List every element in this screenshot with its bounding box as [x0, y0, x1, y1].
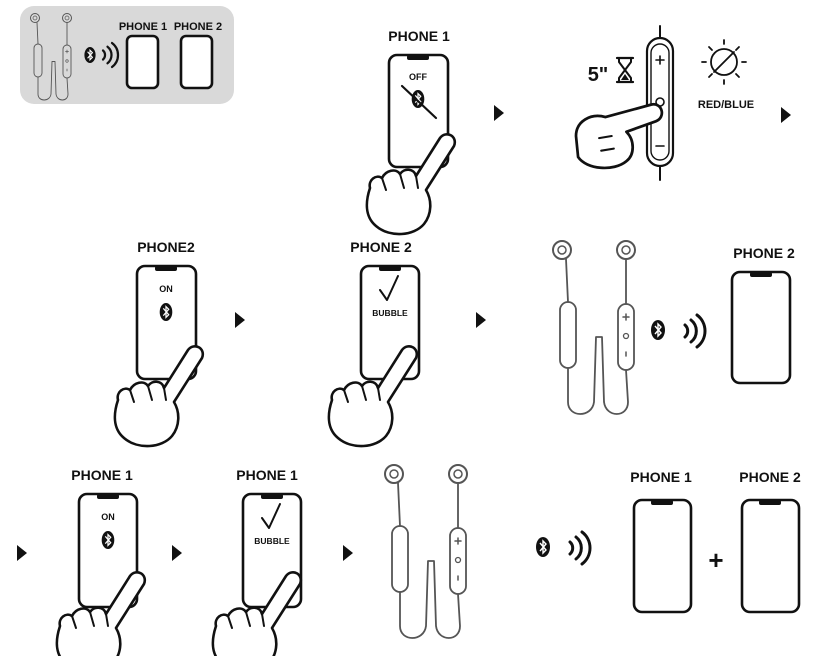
step4-check-icon — [379, 275, 399, 301]
step9-phone1-label: PHONE 1 — [630, 469, 692, 485]
step1-screen-text: OFF — [409, 72, 427, 82]
step9-signal-icon — [568, 530, 592, 566]
step5-phone-label: PHONE 2 — [733, 245, 795, 261]
overview-phone1-label: PHONE 1 — [119, 21, 167, 33]
step1-phone1-off: PHONE 1 OFF — [365, 28, 457, 236]
overview-phone2-label: PHONE 2 — [174, 21, 222, 33]
arrow-icon — [343, 545, 353, 561]
step9-connected-both: PHONE 1 + PHONE 2 — [535, 469, 801, 614]
step6-screen-text: ON — [101, 512, 115, 522]
step2-hold-button: 5" RED/BLUE — [574, 25, 754, 181]
overview-bluetooth-icon — [83, 46, 97, 64]
step2-led-text: RED/BLUE — [698, 99, 754, 111]
step5-connected-phone2: PHONE 2 — [552, 240, 795, 415]
step3-phone-label: PHONE2 — [137, 239, 195, 255]
step6-phone1-on: PHONE 1 ON — [55, 467, 147, 656]
step5-bluetooth-icon — [650, 319, 666, 341]
arrow-icon — [781, 107, 791, 123]
step5-phone-icon — [730, 270, 792, 385]
step7-check-icon — [261, 503, 281, 529]
arrow-icon — [494, 105, 504, 121]
overview-phone2-icon — [179, 34, 214, 90]
step7-phone1-select: PHONE 1 BUBBLE — [211, 467, 303, 656]
step2-hand-icon — [574, 103, 664, 170]
step4-phone-label: PHONE 2 — [350, 239, 412, 255]
step8-earphones — [384, 464, 468, 639]
step9-phone1-icon — [632, 498, 693, 614]
step3-bluetooth-icon — [159, 302, 173, 322]
arrow-icon — [235, 312, 245, 328]
step1-off-slash — [400, 84, 438, 120]
step4-screen-text: BUBBLE — [372, 308, 408, 318]
led-indicator-icon — [701, 39, 747, 85]
arrow-icon — [476, 312, 486, 328]
overview-panel: PHONE 1 PHONE 2 — [20, 6, 234, 104]
step6-phone-label: PHONE 1 — [71, 467, 133, 483]
step9-plus-sign: + — [708, 545, 723, 575]
overview-phone1-icon — [125, 34, 160, 90]
step3-phone2-on: PHONE2 ON — [113, 239, 205, 448]
hourglass-icon — [615, 56, 635, 84]
remote-plus-icon — [655, 55, 665, 65]
step1-phone-label: PHONE 1 — [388, 28, 450, 44]
arrow-icon — [17, 545, 27, 561]
step7-phone-label: PHONE 1 — [236, 467, 298, 483]
step9-bluetooth-icon — [535, 536, 551, 558]
step9-phone2-label: PHONE 2 — [739, 469, 801, 485]
step5-earphones-icon — [552, 240, 636, 415]
step8-earphones-icon — [384, 464, 468, 639]
step7-screen-text: BUBBLE — [254, 536, 290, 546]
step9-phone2-icon — [740, 498, 801, 614]
step4-phone2-select: PHONE 2 BUBBLE — [327, 239, 421, 448]
step5-signal-icon — [683, 313, 707, 349]
arrow-icon — [172, 545, 182, 561]
step3-screen-text: ON — [159, 284, 173, 294]
step2-hold-time: 5" — [588, 64, 609, 86]
step6-bluetooth-icon — [101, 530, 115, 550]
